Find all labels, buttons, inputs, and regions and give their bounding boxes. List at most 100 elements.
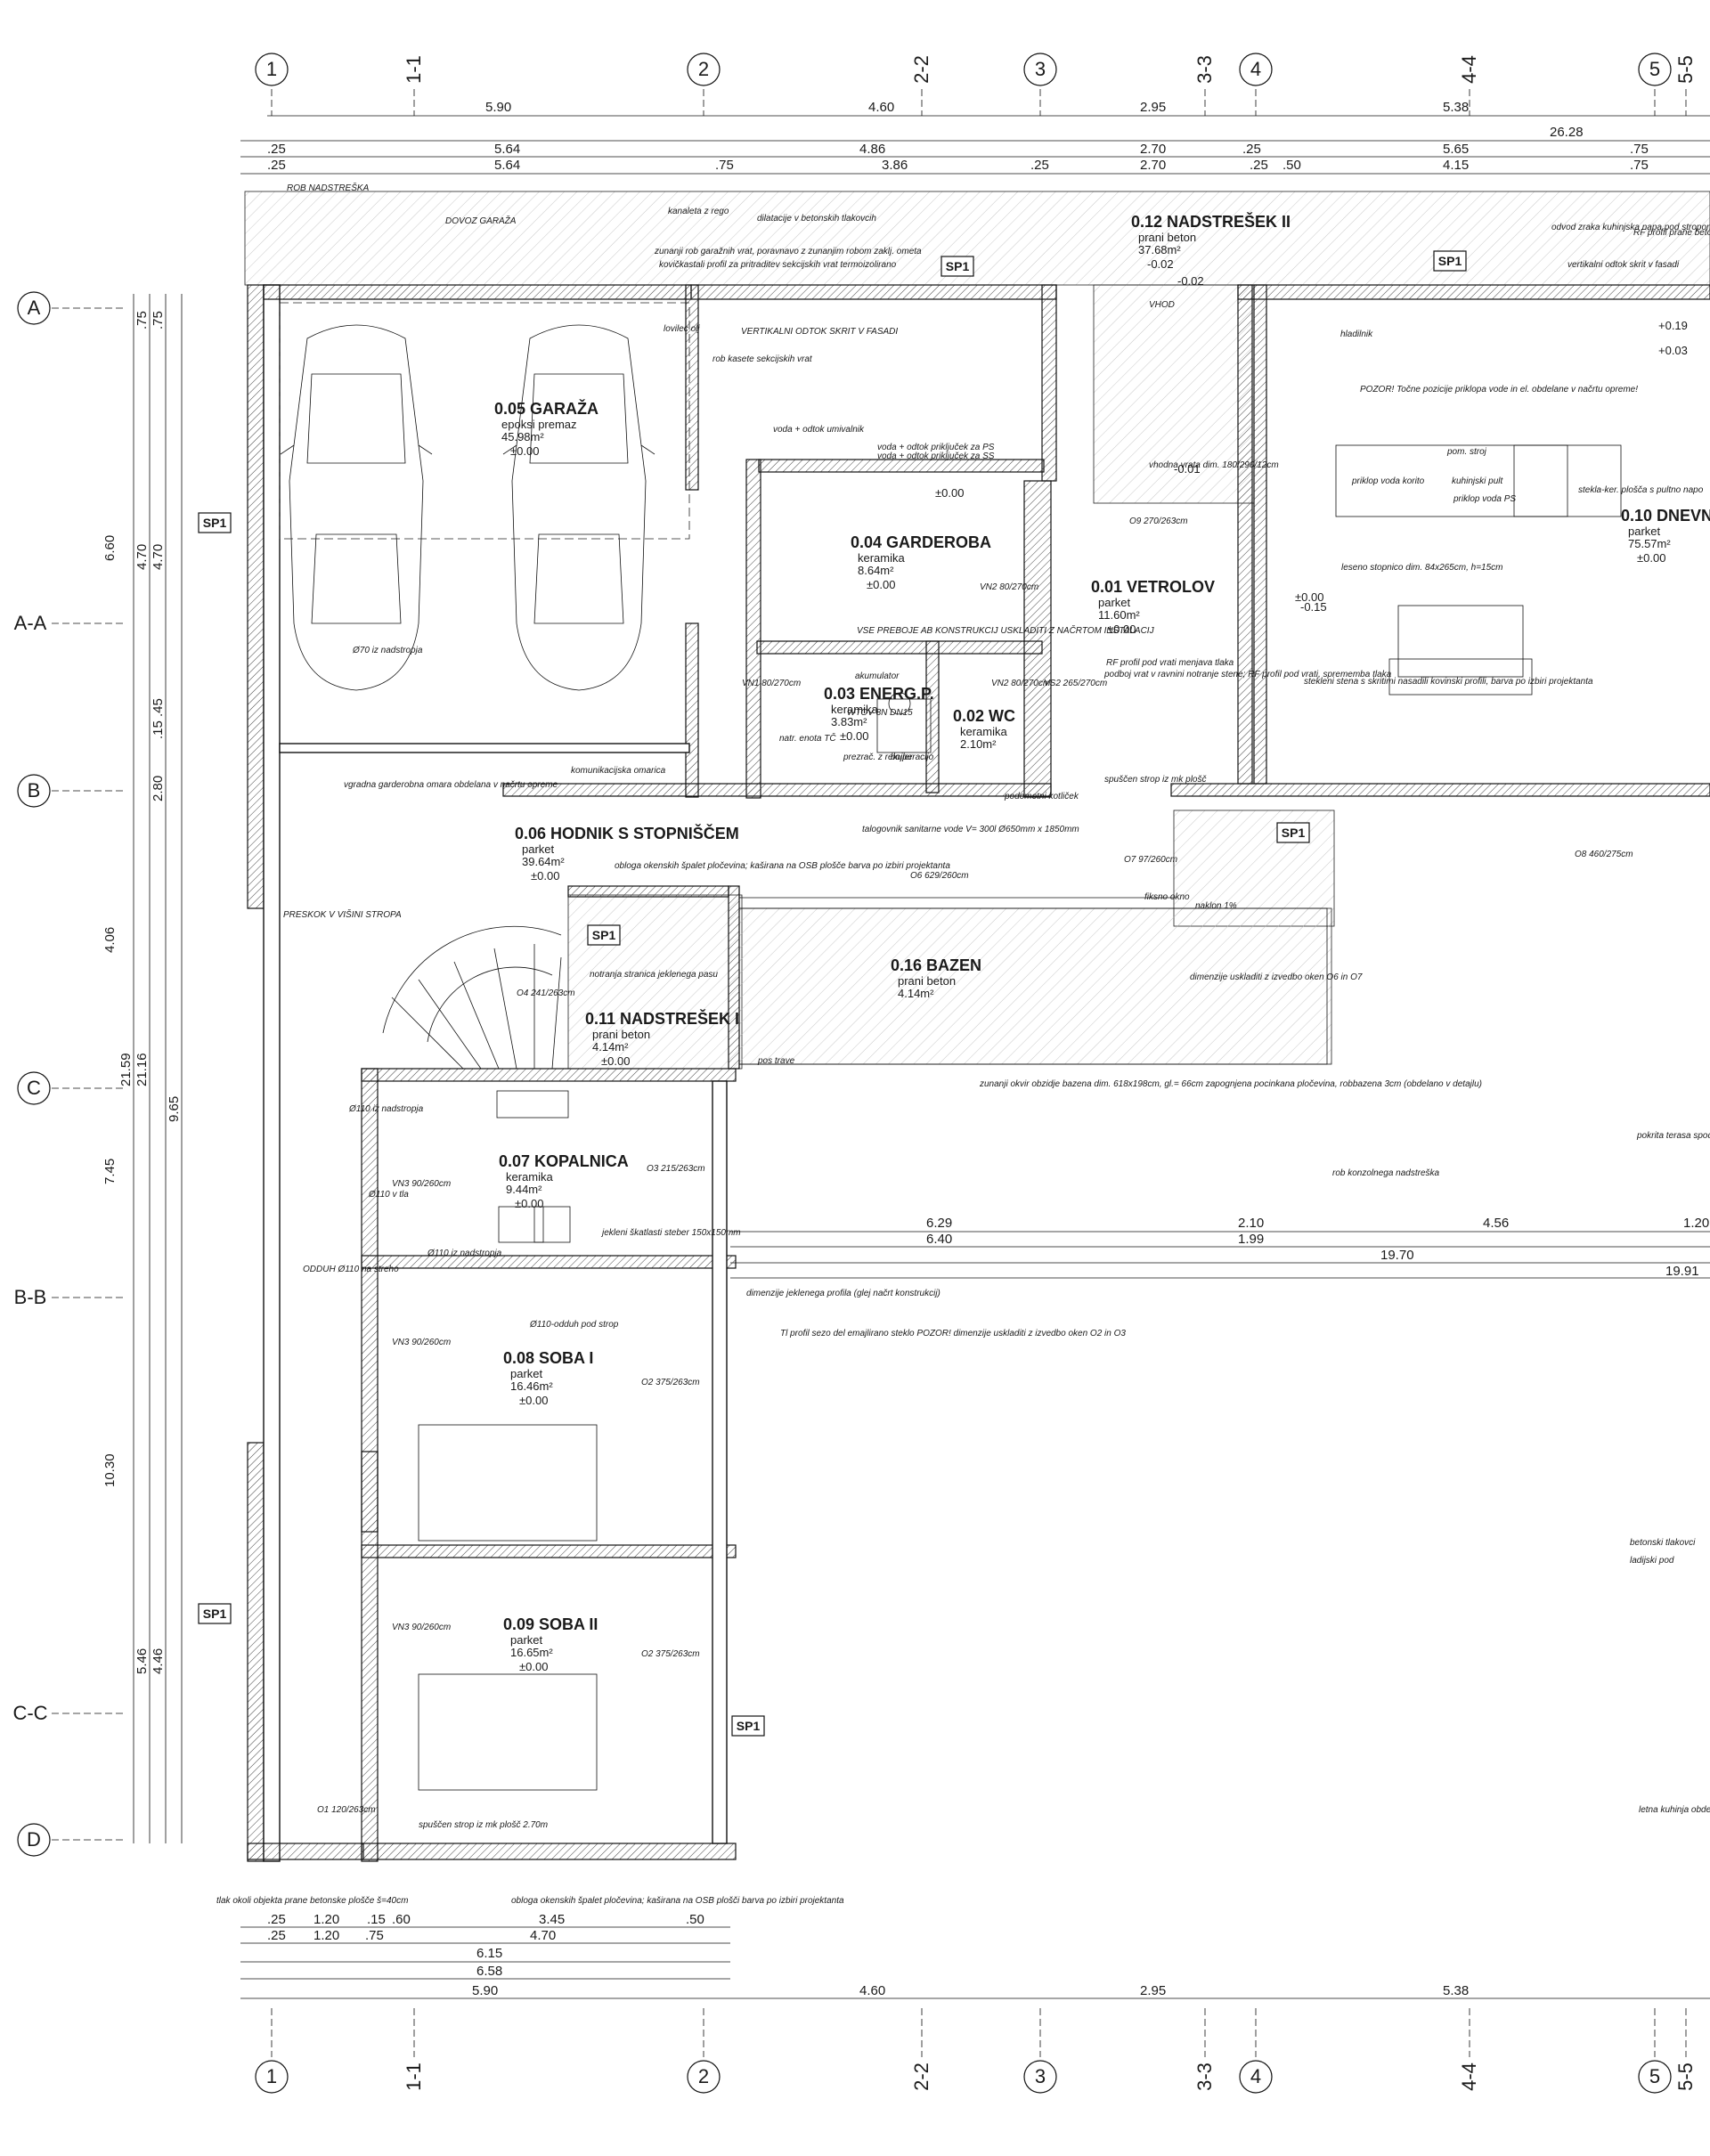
room-name: 0.10 DNEVNI xyxy=(1621,507,1710,525)
grid-bubble-1 xyxy=(255,53,289,86)
grid-label-1-1: 1-1 xyxy=(403,55,425,84)
dim-top-total: 26.28 xyxy=(1550,125,1584,140)
level-mark: -0.01 xyxy=(1174,462,1201,476)
dim-mid-4: 4.56 xyxy=(1483,1216,1509,1231)
section-marker-label: SP1 xyxy=(1438,254,1462,268)
dim-top-r2-1: 5.64 xyxy=(494,142,520,157)
room-finish: parket xyxy=(522,842,555,856)
note-text: odvod zraka kuhinjska napa pod stropom xyxy=(1551,223,1710,232)
level-mark: ±0.00 xyxy=(1295,590,1323,604)
opening-annotation: O6 629/260cm xyxy=(910,871,969,881)
dim-mid-0: 6.29 xyxy=(926,1216,952,1231)
opening-annotation: VN3 90/260cm xyxy=(392,1179,451,1189)
dim-bot-r1-1: .25 xyxy=(267,1928,286,1943)
note-text: vgradna garderobna omara obdelana v načr… xyxy=(344,780,558,790)
dim-bot-r3-3: 5.38 xyxy=(1443,1983,1469,1998)
room-finish: keramika xyxy=(858,551,906,565)
note-text: VSE PREBOJE AB KONSTRUKCIJ USKLADITI Z N… xyxy=(857,624,1155,636)
dimensions-bottom: .25 .25 1.20 .15 .60 3.45 .50 .75 1.20 4… xyxy=(240,1912,1710,1999)
car-left-icon xyxy=(280,324,433,691)
level-mark: -0.02 xyxy=(1177,274,1204,288)
room-name: 0.01 VETROLOV xyxy=(1091,578,1215,596)
note-text: naklon 1% xyxy=(1195,901,1237,911)
note-text: ladijski pod xyxy=(1630,1556,1674,1566)
grid-row-label-A: A xyxy=(28,297,41,319)
spiral-stair xyxy=(382,925,562,1070)
room-area: 11.60m² xyxy=(1098,608,1140,622)
room-area: 16.46m² xyxy=(510,1379,553,1393)
note-text: rob konzolnega nadstreška xyxy=(1332,1168,1440,1178)
dim-bot-r1-0: .25 xyxy=(267,1912,286,1927)
note-text: tlak okoli objekta prane betonske plošče… xyxy=(216,1896,408,1906)
dim-top-r3-9: .75 xyxy=(1630,158,1649,173)
dim-left-7: 9.65 xyxy=(167,1096,182,1122)
note-text: PRESKOK V VIŠINI STROPA xyxy=(283,908,402,920)
opening-annotation: O4 241/263cm xyxy=(517,989,575,998)
note-text: zunanji rob garažnih vrat, poravnavo z z… xyxy=(654,247,922,256)
room-area: 45.98m² xyxy=(501,430,544,443)
section-marker-label: SP1 xyxy=(203,516,227,530)
dim-left-13: .75 xyxy=(151,311,166,330)
note-text: vertikalni odtok skrit v fasadi xyxy=(1568,260,1680,270)
opening-annotation: O9 270/263cm xyxy=(1129,517,1188,526)
grid-label-1-1: 1-1 xyxy=(403,2062,425,2091)
dim-mid-2: 2.10 xyxy=(1238,1216,1264,1231)
grid-row-label-B-B: B-B xyxy=(14,1286,47,1308)
note-text: lovilec olj xyxy=(664,324,700,334)
room-level: ±0.00 xyxy=(867,578,895,591)
note-text: pom. stroj xyxy=(1446,447,1487,457)
dim-top-r3-2: .75 xyxy=(715,158,734,173)
room-name: 0.03 ENERG.P. xyxy=(824,685,934,703)
dimensions-mid: 6.29 6.40 2.10 1.99 4.56 19.70 19.91 1.2… xyxy=(730,1216,1710,1279)
dim-top-r1-1: 4.60 xyxy=(868,100,894,115)
grid-label-4-4: 4-4 xyxy=(1458,55,1480,84)
section-marker-box xyxy=(1433,250,1467,272)
section-marker-box xyxy=(198,1603,232,1624)
note-text: notranja stranica jeklenega pasu xyxy=(590,970,718,980)
grid-label-4-4: 4-4 xyxy=(1458,2062,1480,2091)
level-mark: +0.03 xyxy=(1658,344,1688,357)
opening-annotation: Ø110-odduh pod strop xyxy=(529,1320,619,1330)
room-finish: prani beton xyxy=(592,1028,650,1041)
grid-bubble-2 xyxy=(687,53,721,86)
grid-label-3: 3 xyxy=(1035,58,1046,80)
grid-label-2: 2 xyxy=(698,58,709,80)
dim-left-6: 21.16 xyxy=(134,1053,150,1086)
dim-mid-1: 6.40 xyxy=(926,1232,952,1247)
dim-top-r2-3: 2.70 xyxy=(1140,142,1166,157)
dim-bot-r1-4: .60 xyxy=(392,1912,411,1927)
room-name: 0.06 HODNIK S STOPNIŠČEM xyxy=(515,824,739,842)
dim-mid-7: 1.20 xyxy=(1683,1216,1709,1231)
room-finish: epoksi premaz xyxy=(501,418,577,431)
opening-annotation: akumulator xyxy=(855,671,900,681)
dim-bot-r1-2: 1.20 xyxy=(314,1912,339,1927)
grid-label-4: 4 xyxy=(1250,58,1261,80)
dim-left-11: 4.46 xyxy=(151,1648,166,1674)
note-text: kuhinjski pult xyxy=(1452,476,1503,486)
grid-bubble-1 xyxy=(255,2060,289,2094)
grid-label-5-5: 5-5 xyxy=(1674,2062,1697,2091)
building-walls xyxy=(247,284,1710,1862)
section-marker-box xyxy=(940,256,974,277)
grid-row-label-B: B xyxy=(28,779,41,801)
dim-bot-r1-6: .50 xyxy=(686,1912,704,1927)
room-level: ±0.00 xyxy=(840,729,868,743)
dim-top-r2-4: .25 xyxy=(1242,142,1261,157)
room-name: 0.12 NADSTREŠEK II xyxy=(1131,212,1291,231)
dim-left-4: 4.06 xyxy=(102,927,118,953)
note-text: kanaleta z rego xyxy=(668,207,729,216)
room-name: 0.08 SOBA I xyxy=(503,1349,593,1367)
room-level: ±0.00 xyxy=(1637,551,1665,565)
opening-annotation: VHOD xyxy=(1149,300,1175,310)
grid-label-4: 4 xyxy=(1250,2065,1261,2087)
room-name: 0.07 KOPALNICA xyxy=(499,1152,629,1170)
room-finish: keramika xyxy=(831,703,879,716)
note-text: komunikacijska omarica xyxy=(571,766,666,776)
room-area: 75.57m² xyxy=(1628,537,1671,550)
opening-annotation: O1 120/263cm xyxy=(317,1805,376,1815)
section-marker-box xyxy=(198,512,232,533)
section-marker-box xyxy=(587,924,621,946)
note-text: stekleni stena s skritimi nasadili kovin… xyxy=(1304,677,1593,687)
